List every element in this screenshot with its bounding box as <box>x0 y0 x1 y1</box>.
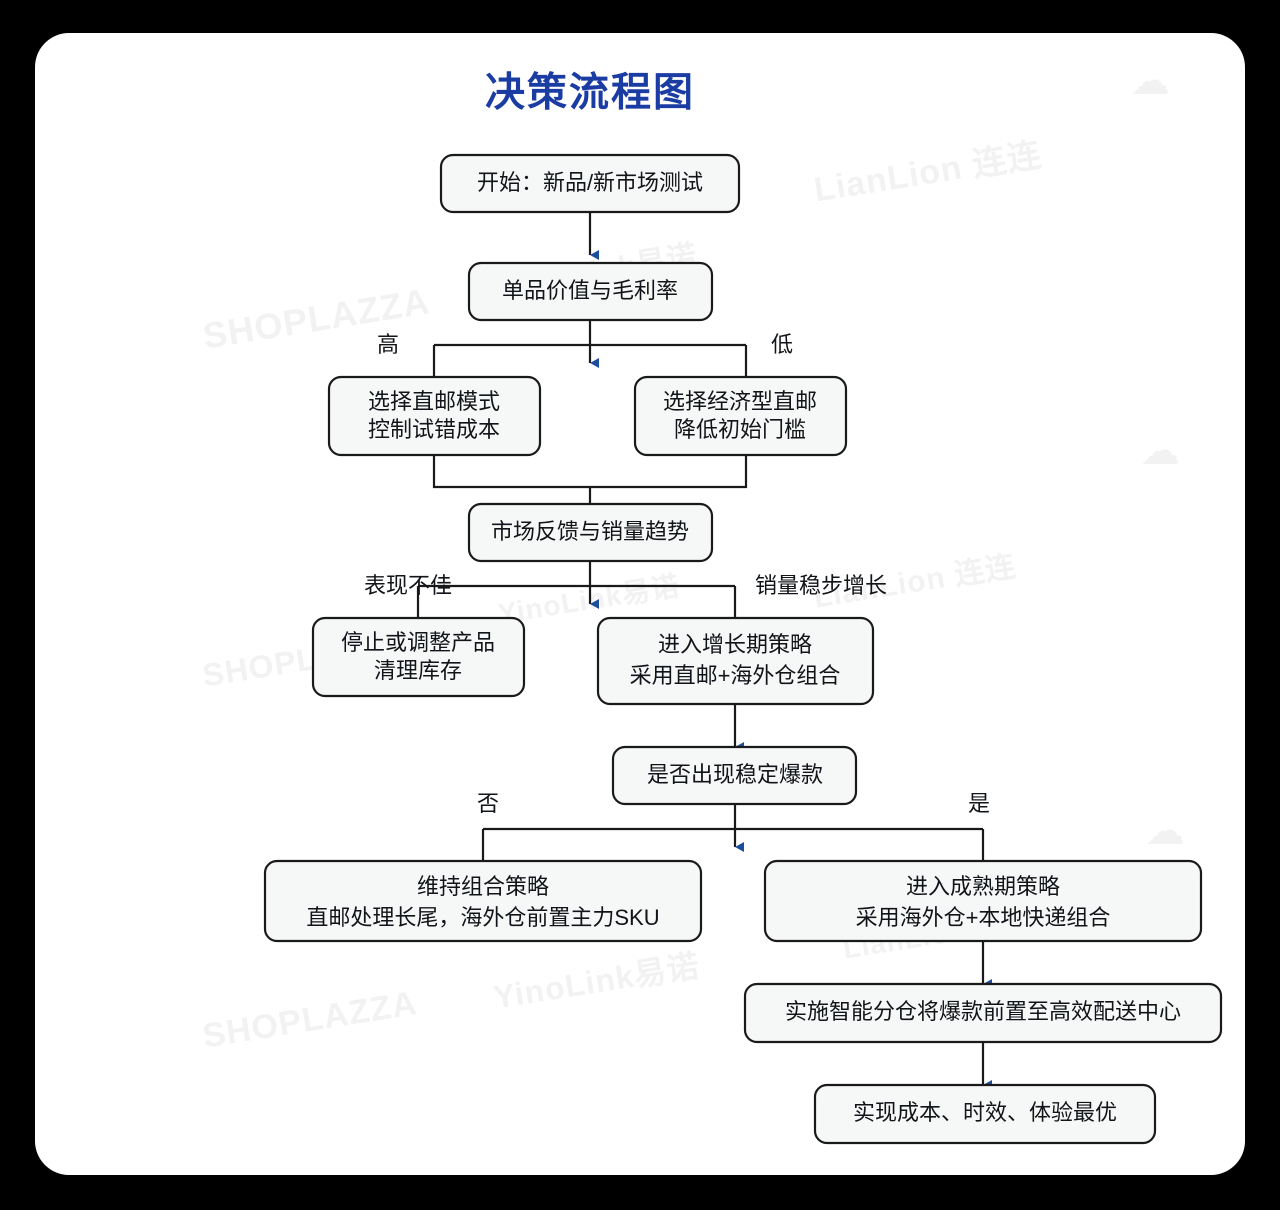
node-start-label: 开始：新品/新市场测试 <box>477 170 703 195</box>
node-direct-mail-line2: 控制试错成本 <box>368 417 500 442</box>
flowchart-card: LianLion 连连 SHOPLAZZA YinoLink易诺 LianLio… <box>35 33 1245 1175</box>
node-economy-mail[interactable]: 选择经济型直邮 降低初始门槛 <box>633 375 848 457</box>
edge-n8-split <box>481 804 985 861</box>
node-mature-strategy[interactable]: 进入成熟期策略 采用海外仓+本地快递组合 <box>763 859 1203 943</box>
node-unit-value[interactable]: 单品价值与毛利率 <box>467 261 714 322</box>
node-stop-adjust[interactable]: 停止或调整产品 清理库存 <box>311 616 526 698</box>
node-economy-mail-line1: 选择经济型直邮 <box>663 389 817 414</box>
node-start[interactable]: 开始：新品/新市场测试 <box>439 153 741 214</box>
node-hot-item-check[interactable]: 是否出现稳定爆款 <box>611 745 858 806</box>
edge-label-low: 低 <box>771 332 793 357</box>
node-optimal-result[interactable]: 实现成本、时效、体验最优 <box>813 1083 1157 1145</box>
node-growth-strategy[interactable]: 进入增长期策略 采用直邮+海外仓组合 <box>596 616 875 706</box>
node-smart-warehouse[interactable]: 实施智能分仓将爆款前置至高效配送中心 <box>743 982 1223 1044</box>
node-economy-mail-line2: 降低初始门槛 <box>674 417 806 442</box>
node-market-feedback-label: 市场反馈与销量趋势 <box>491 519 689 544</box>
node-hot-item-check-label: 是否出现稳定爆款 <box>647 762 823 787</box>
node-direct-mail[interactable]: 选择直邮模式 控制试错成本 <box>327 375 542 457</box>
node-keep-combo-line2: 直邮处理长尾，海外仓前置主力SKU <box>306 905 659 930</box>
edge-n2-split <box>432 320 748 377</box>
page-title: 决策流程图 <box>485 71 695 115</box>
node-stop-adjust-line1: 停止或调整产品 <box>341 630 495 655</box>
edge-label-high: 高 <box>377 332 399 357</box>
node-growth-strategy-line2: 采用直邮+海外仓组合 <box>630 663 841 688</box>
flowchart-canvas: 决策流程图 <box>263 71 1223 1145</box>
node-smart-warehouse-label: 实施智能分仓将爆款前置至高效配送中心 <box>785 999 1181 1024</box>
edge-label-yes: 是 <box>968 791 990 816</box>
node-growth-strategy-line1: 进入增长期策略 <box>658 632 812 657</box>
node-optimal-result-label: 实现成本、时效、体验最优 <box>853 1100 1117 1125</box>
node-market-feedback[interactable]: 市场反馈与销量趋势 <box>467 502 714 563</box>
node-mature-strategy-line2: 采用海外仓+本地快递组合 <box>856 905 1111 930</box>
edge-label-steady-growth: 销量稳步增长 <box>755 573 887 598</box>
node-keep-combo[interactable]: 维持组合策略 直邮处理长尾，海外仓前置主力SKU <box>263 859 703 943</box>
node-unit-value-label: 单品价值与毛利率 <box>502 278 678 303</box>
edge-label-no: 否 <box>477 791 499 816</box>
edge-n5-split <box>416 561 737 618</box>
node-direct-mail-line1: 选择直邮模式 <box>368 389 500 414</box>
node-mature-strategy-line1: 进入成熟期策略 <box>906 874 1060 899</box>
node-stop-adjust-line2: 清理库存 <box>374 658 462 683</box>
node-keep-combo-line1: 维持组合策略 <box>417 874 549 899</box>
edge-label-poor-performance: 表现不佳 <box>364 573 452 598</box>
